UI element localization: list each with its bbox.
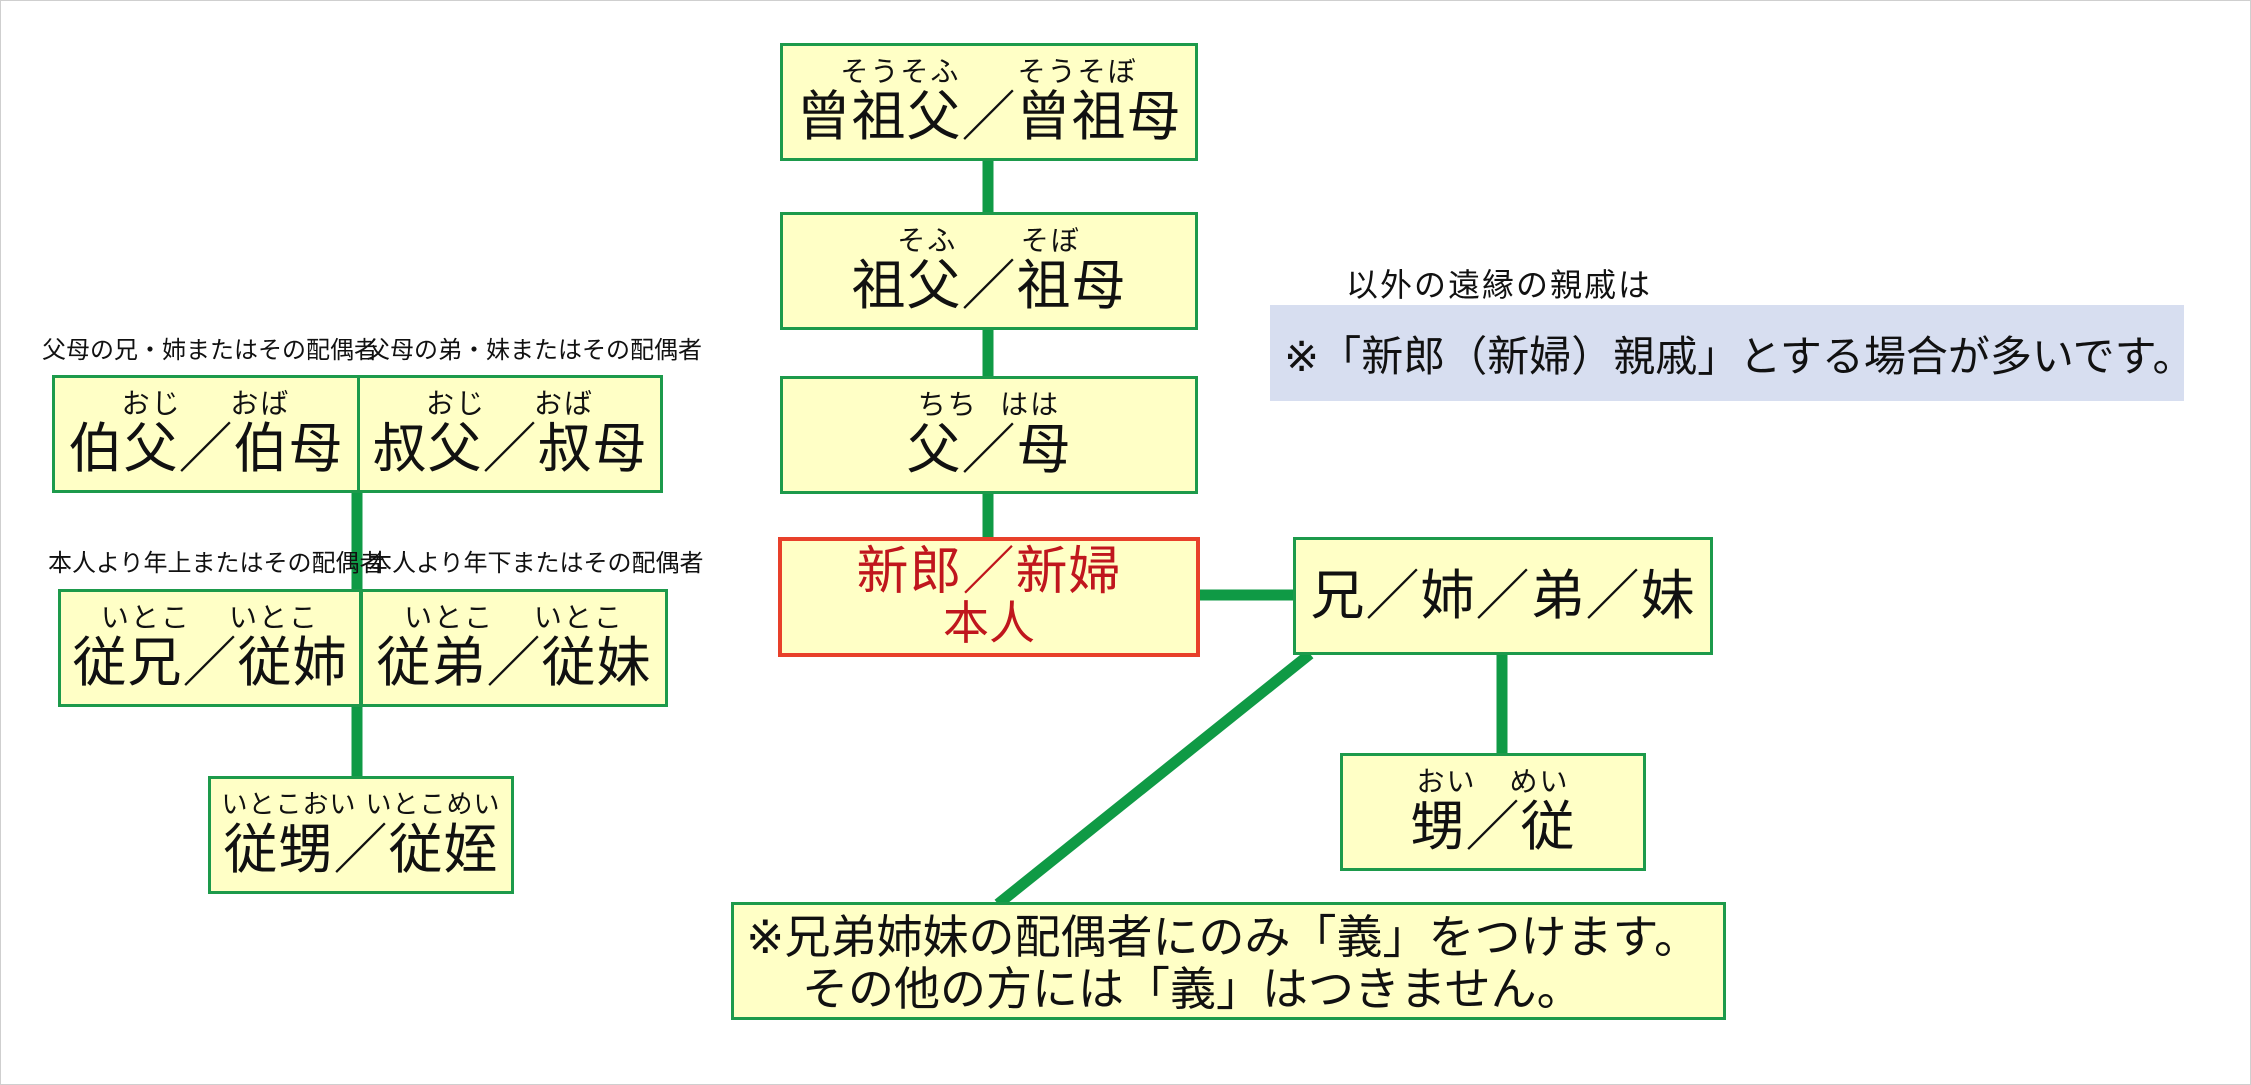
ruby-row: おい めい (1400, 767, 1586, 797)
label-self-sub: 本人 (943, 596, 1035, 650)
box-cousin-children: いとこおい いとこめい 従甥／従姪 (208, 776, 514, 894)
ruby-row: そうそふ そうそぼ (812, 57, 1166, 87)
ruby-row: ちち はは (907, 390, 1072, 420)
box-cousins-older: いとこ いとこ 従兄／従姉 (58, 589, 362, 707)
label-parents: 父／母 (906, 418, 1072, 481)
distant-relatives-note: ※「新郎（新婦）親戚」とする場合が多いです。 (1270, 305, 2194, 401)
box-uncle-aunt-older: おじ おば 伯父／伯母 (52, 375, 360, 493)
ruby-mother: はは (1000, 388, 1061, 421)
ruby-row: いとこおい いとこめい (217, 790, 505, 820)
note-cousins-older: 本人より年上またはその配偶者 (48, 549, 384, 577)
label-cousins-younger: 従弟／従妹 (376, 631, 652, 694)
ruby-aunt-younger: おば (533, 387, 594, 420)
note-uncle-aunt-younger: 父母の弟・妹またはその配偶者 (366, 336, 702, 364)
ruby-uncle-younger: おじ (425, 387, 486, 420)
in-law-note-line2: その他の方には「義」はつきません。 (802, 962, 1583, 1016)
ruby-row: いとこ いとこ (82, 603, 338, 633)
label-great-grandparents: 曾祖父／曾祖母 (796, 85, 1182, 148)
ruby-great-grandfather: そうそふ (840, 55, 961, 88)
ruby-cousin-older-female: いとこ (229, 601, 320, 634)
ruby-niece: めい (1509, 765, 1570, 798)
box-siblings: 兄／姉／弟／妹 (1293, 537, 1713, 655)
ruby-row: そふ そぼ (865, 226, 1112, 256)
ruby-father: ちち (917, 388, 978, 421)
ruby-aunt-older: おば (230, 387, 291, 420)
ruby-cousin-younger-male: いとこ (404, 601, 495, 634)
label-nephew-niece: 甥／従 (1410, 795, 1576, 858)
box-cousins-younger: いとこ いとこ 従弟／従妹 (360, 589, 668, 707)
connector-siblings-bottom-note (994, 649, 1314, 909)
box-parents: ちち はは 父／母 (780, 376, 1198, 494)
label-uncle-aunt-older: 伯父／伯母 (68, 417, 344, 480)
in-law-note-line1: ※兄弟姉妹の配偶者にのみ「義」をつけます。 (746, 910, 1700, 964)
box-nephew-niece: おい めい 甥／従 (1340, 753, 1646, 871)
ruby-cousin-younger-female: いとこ (533, 601, 624, 634)
box-self: 新郎／新婦 本人 (778, 537, 1200, 657)
label-cousin-children: 従甥／従姪 (223, 818, 499, 881)
box-grandparents: そふ そぼ 祖父／祖母 (780, 212, 1198, 330)
ruby-cousin-nephew: いとこおい (221, 790, 357, 820)
ruby-uncle-older: おじ (121, 387, 182, 420)
ruby-nephew: おい (1416, 765, 1477, 798)
label-grandparents: 祖父／祖母 (851, 254, 1127, 317)
label-uncle-aunt-younger: 叔父／叔母 (372, 417, 648, 480)
ruby-row: おじ おば (402, 389, 618, 419)
label-siblings: 兄／姉／弟／妹 (1310, 564, 1696, 627)
ruby-grandmother: そぼ (1020, 224, 1081, 257)
note-uncle-aunt-older: 父母の兄・姉またはその配偶者 (42, 336, 378, 364)
note-cousins-younger: 本人より年下またはその配偶者 (368, 549, 704, 577)
ruby-row: おじ おば (97, 389, 314, 419)
box-great-grandparents: そうそふ そうそぼ 曾祖父／曾祖母 (780, 43, 1198, 161)
ruby-cousin-older-male: いとこ (100, 601, 191, 634)
ruby-row: いとこ いとこ (384, 603, 644, 633)
ruby-grandfather: そふ (897, 224, 958, 257)
ruby-cousin-niece: いとこめい (365, 790, 501, 820)
label-self: 新郎／新婦 (856, 542, 1122, 602)
ruby-great-grandmother: そうそぼ (1017, 55, 1138, 88)
in-law-note: ※兄弟姉妹の配偶者にのみ「義」をつけます。 その他の方には「義」はつきません。 (731, 902, 1726, 1020)
box-uncle-aunt-younger: おじ おば 叔父／叔母 (357, 375, 663, 493)
label-cousins-older: 従兄／従姉 (72, 631, 348, 694)
distant-relatives-label: 以外の遠縁の親戚は (1346, 266, 1653, 304)
